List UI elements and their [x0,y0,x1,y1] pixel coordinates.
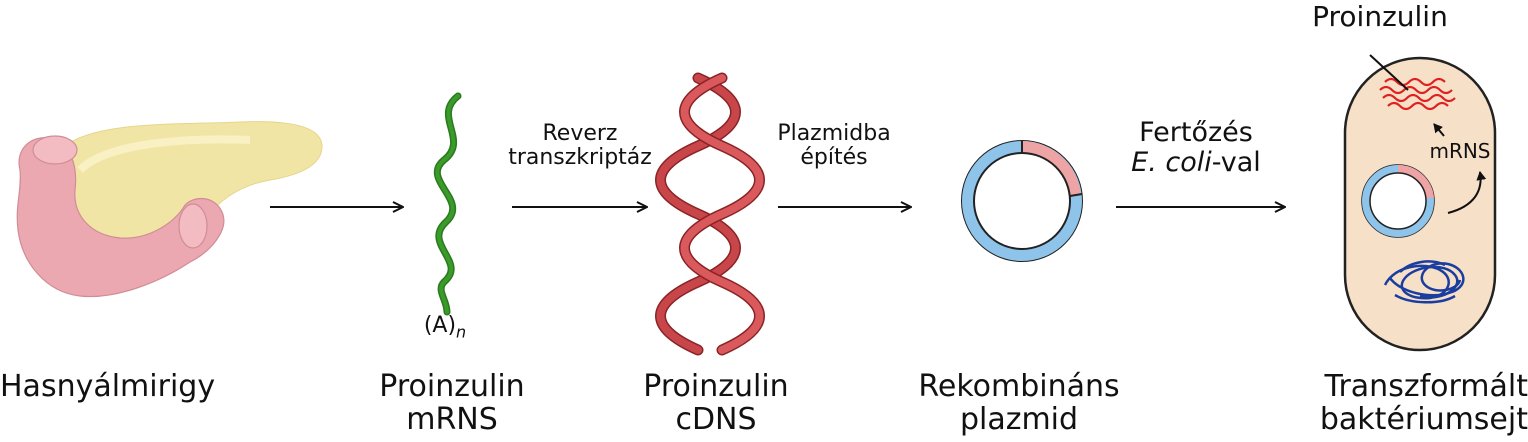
label-plasmid-line1: Rekombináns [918,369,1120,404]
label-mrna: Proinzulin mRNS [372,370,532,436]
arrow-label-plasmid: Plazmidba építés [754,121,914,171]
proinsulin-label: Proinzulin [1312,0,1448,33]
label-cdna: Proinzulin cDNS [636,370,796,436]
arrow-label-rt-line2: transzkriptáz [508,145,652,171]
translation-arrow [1433,123,1445,137]
transcription-arrow [1447,171,1487,214]
arrow-label-infection-line2: E. coli-val [1106,146,1286,178]
mrna-strand [433,92,462,316]
label-plasmid: Rekombináns plazmid [914,370,1124,436]
polya-tail-label: (A)n [410,313,480,342]
polya-subscript: n [456,322,467,342]
label-bacterium-line2: baktériumsejt [1319,402,1528,437]
proinsulin-pointer-line [1369,54,1409,91]
label-bacterium: Transzformált baktériumsejt [1306,370,1528,436]
arrow-label-plasmid-line2: építés [800,145,868,171]
arrow-label-rt: Reverz transzkriptáz [480,121,680,171]
cell-plasmid [1361,164,1435,238]
label-bacterium-line1: Transzformált [1324,369,1528,404]
cdna-double-helix [655,72,765,356]
arrow-label-infection-line1: Fertőzés [1139,117,1253,148]
label-cdna-line1: Proinzulin [643,369,789,404]
label-plasmid-line2: plazmid [959,402,1079,437]
pancreas-illustration [16,121,323,298]
label-mrna-line2: mRNS [406,402,498,437]
bacterial-chromosome [1383,260,1465,304]
label-mrna-line1: Proinzulin [379,369,525,404]
recombinant-plasmid [961,140,1083,262]
label-cdna-line2: cDNS [675,402,757,437]
polya-text: (A) [423,313,457,338]
proinsulin-protein [1379,77,1456,111]
arrow-label-infection: Fertőzés E. coli-val [1106,118,1286,177]
arrow-label-rt-line1: Reverz [542,121,618,146]
arrow-label-plasmid-line1: Plazmidba [777,121,891,146]
label-pancreas: Hasnyálmirigy [0,369,216,404]
mrns-inside-label: mRNS [1429,139,1491,163]
arrow-label-infection-ecoli: E. coli [1131,146,1212,178]
arrow-label-infection-suffix: -val [1211,146,1261,178]
